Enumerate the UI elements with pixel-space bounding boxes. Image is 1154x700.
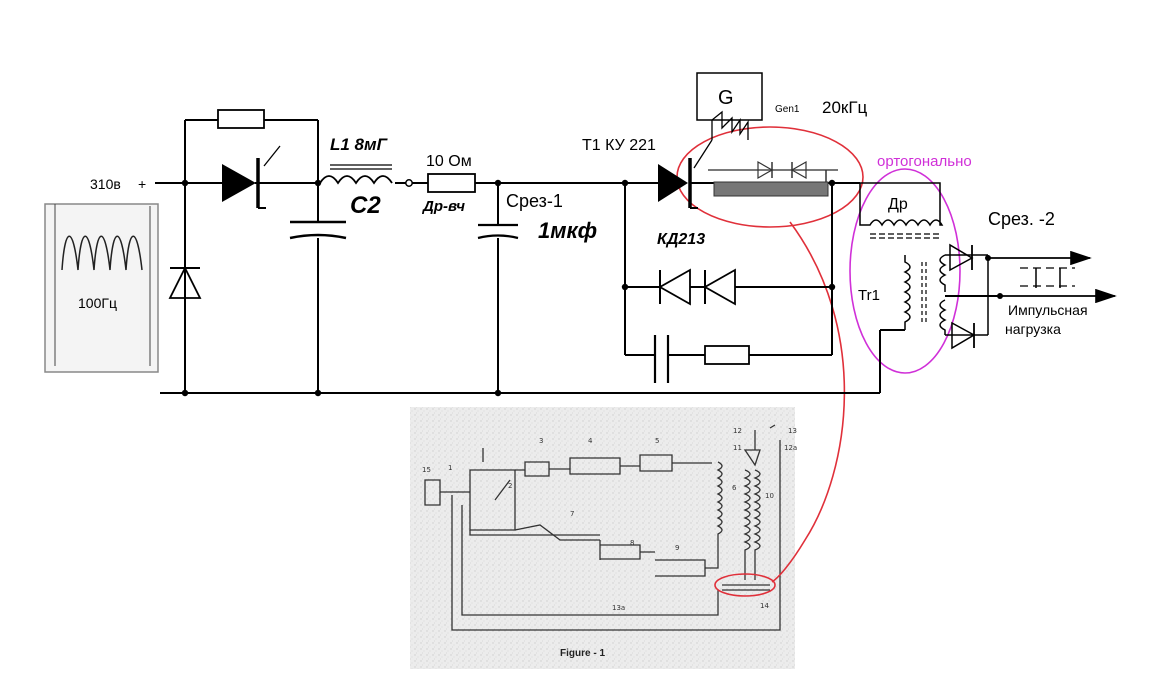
figure-1-scan: 15 1 2 3 4 5 6 7 8 9 10 11 12 12a 13 13a…: [410, 407, 797, 669]
hf-resistor-icon: [427, 173, 476, 193]
fig-num-13a: 13a: [612, 604, 625, 612]
orthogonal-highlight-ellipse: [849, 168, 961, 374]
capacitor-value-label: 1мкф: [538, 218, 597, 243]
fig-num-10: 10: [765, 492, 774, 500]
fig-num-5: 5: [655, 437, 659, 445]
figure-paper: [410, 407, 795, 669]
fig-num-4: 4: [588, 437, 593, 445]
fig-num-11: 11: [733, 444, 742, 452]
spark-gap-highlight-ellipse: [714, 573, 776, 597]
snubber-resistor-icon: [704, 345, 750, 365]
fig-num-7: 7: [570, 510, 574, 518]
fig-num-13: 13: [788, 427, 797, 435]
ripple-waveform-box: 100Гц: [44, 203, 159, 373]
inductor-label: L1 8мГ: [330, 135, 389, 154]
fig-num-8: 8: [630, 539, 634, 547]
cutoff-1-label: Срез-1: [506, 191, 563, 211]
generator-box: G: [696, 72, 763, 140]
fig-num-3: 3: [539, 437, 543, 445]
snubber-capacitor-icon: [653, 335, 670, 383]
highlight-link-curve: [771, 221, 846, 583]
cutoff-2-label: Срез. -2: [988, 209, 1055, 229]
fig-num-15: 15: [422, 466, 431, 474]
fig-num-1: 1: [448, 464, 452, 472]
choke-dr-icon: [859, 182, 944, 239]
plus-sign-label: +: [138, 176, 146, 192]
fig-num-9: 9: [675, 544, 679, 552]
generator-freq-label: 20кГц: [822, 98, 868, 117]
output-filter: [988, 250, 1117, 304]
fig-num-12: 12: [733, 427, 742, 435]
generator-letter: G: [718, 87, 734, 109]
resistor-label: 10 Ом: [426, 153, 472, 170]
kd213-diodes-icon: [658, 268, 736, 306]
bypass-resistor-icon: [217, 109, 265, 129]
fig-num-6: 6: [732, 484, 737, 492]
t1-thyristor-icon: [658, 139, 713, 209]
figure-caption: Figure - 1: [560, 648, 605, 659]
transformer-label: Tr1: [858, 287, 880, 304]
supply-voltage-label: 310в: [90, 176, 121, 192]
orthogonal-label: ортогонально: [877, 153, 972, 170]
fig-num-12a: 12a: [784, 444, 797, 452]
input-thyristor-icon: [222, 145, 281, 209]
ripple-freq-label: 100Гц: [78, 295, 117, 311]
1uf-capacitor-icon: [477, 223, 519, 240]
l1-inductor-icon: [319, 164, 393, 185]
thyristor-highlight-ellipse: [676, 126, 864, 228]
output-diode-bottom-icon: [951, 321, 976, 350]
rectifier-diode-icon: [168, 265, 202, 299]
choke-hf-label: Др-вч: [421, 198, 465, 215]
output-diode-top-icon: [949, 243, 974, 272]
c2-label: C2: [350, 192, 381, 219]
load-label-line1: Импульсная: [1008, 302, 1088, 318]
fig-num-14: 14: [760, 602, 769, 610]
c2-capacitor-icon: [289, 220, 347, 240]
generator-name-label: Gen1: [775, 104, 800, 115]
spark-gap-assembly: [708, 160, 838, 197]
load-label-line2: нагрузка: [1005, 321, 1061, 337]
fig-num-2: 2: [508, 482, 512, 490]
diodes-label: КД213: [657, 231, 705, 248]
choke-label: Др: [888, 196, 908, 213]
tr1-transformer-icon: [903, 254, 1000, 336]
thyristor-label: T1 КУ 221: [582, 137, 656, 154]
